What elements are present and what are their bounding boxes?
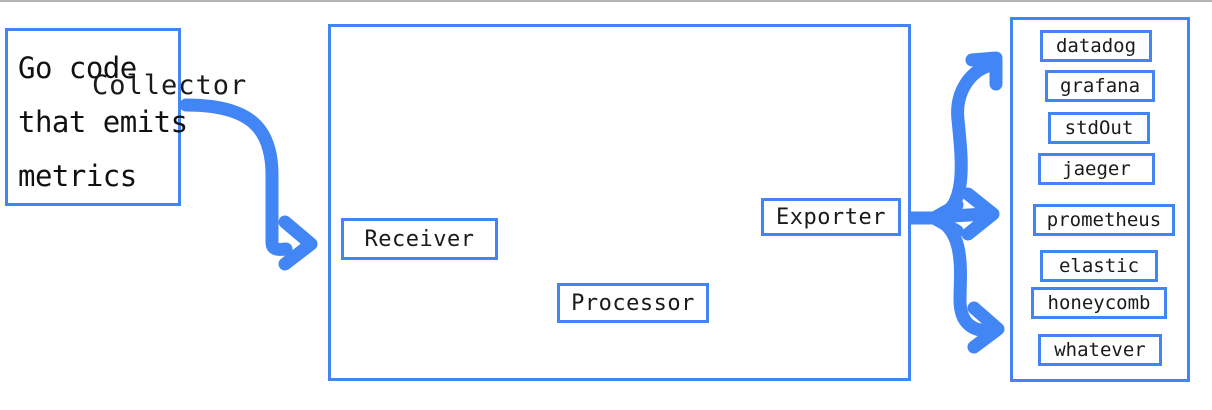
destination-item: jaeger <box>1038 153 1155 185</box>
source-line-2: that emits <box>18 105 188 139</box>
destination-item: whatever <box>1038 334 1162 366</box>
arrow-exporter-fan-down-head <box>967 301 1005 354</box>
arrow-branch-barb <box>927 198 964 238</box>
destination-item: honeycomb <box>1031 287 1167 319</box>
arrow-source-to-receiver-head <box>278 215 318 271</box>
destination-item: stdOut <box>1048 112 1150 144</box>
exporter-box: Exporter <box>761 198 901 236</box>
source-line-3: metrics <box>18 159 137 193</box>
destination-item: elastic <box>1040 250 1158 282</box>
top-divider <box>0 0 1212 2</box>
arrow-exporter-fan-mid-head <box>961 187 1000 241</box>
arrow-source-to-receiver <box>179 98 293 256</box>
destination-item: datadog <box>1040 30 1152 62</box>
arrow-exporter-fan-up-head <box>965 51 1003 91</box>
go-code-source-box: Go code that emits metrics <box>5 28 188 206</box>
processor-box: Processor <box>557 283 709 323</box>
receiver-box: Receiver <box>341 218 498 260</box>
collector-title: Collector <box>92 70 248 101</box>
destination-item: prometheus <box>1033 204 1175 236</box>
destination-item: grafana <box>1045 70 1155 102</box>
source-line-1: Go code <box>18 51 137 85</box>
